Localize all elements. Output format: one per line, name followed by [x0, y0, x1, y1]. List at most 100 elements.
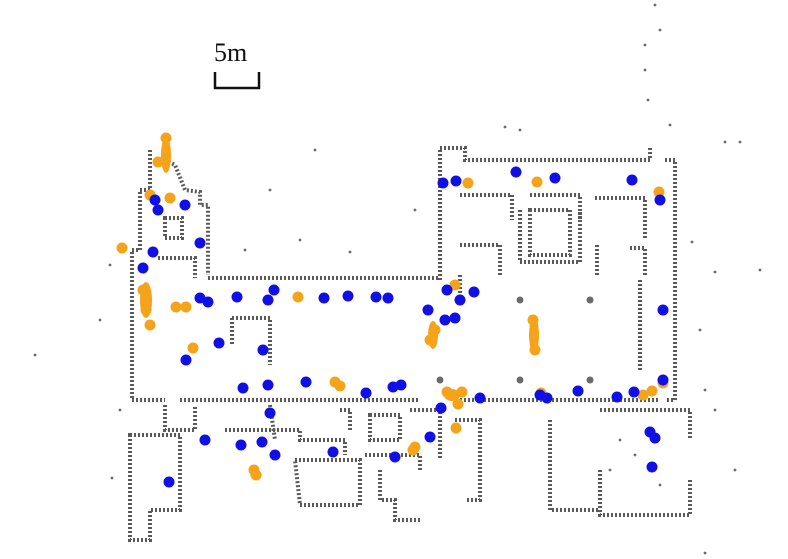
scan-point: [698, 328, 702, 332]
detection-marker: [422, 304, 434, 316]
wall-segment: [455, 418, 482, 502]
detection-marker: [164, 192, 176, 204]
wall-segment: [128, 433, 182, 542]
scan-point: [516, 296, 524, 304]
detection-marker: [439, 314, 451, 326]
detection-marker: [611, 391, 623, 403]
detection-marker: [163, 476, 175, 488]
detection-marker: [441, 284, 453, 296]
detection-marker: [213, 337, 225, 349]
scan-point: [643, 43, 647, 47]
detection-marker: [450, 422, 462, 434]
scale-bar-line: [213, 72, 261, 90]
scan-point: [436, 376, 444, 384]
wall-segment: [163, 405, 197, 432]
detection-marker: [649, 432, 661, 444]
detection-marker: [657, 374, 669, 386]
scan-point: [516, 376, 524, 384]
detection-marker: [646, 461, 658, 473]
wall-segment: [158, 256, 197, 278]
detection-marker: [235, 439, 247, 451]
scan-point: [713, 408, 717, 412]
detection-marker: [231, 291, 243, 303]
detection-marker: [262, 379, 274, 391]
scan-point: [758, 268, 762, 272]
detection-marker: [657, 304, 669, 316]
scan-point: [110, 476, 114, 480]
scan-point: [658, 28, 662, 32]
detection-marker: [454, 294, 466, 306]
wall-segment: [365, 453, 422, 470]
scan-point: [653, 3, 657, 7]
detection-marker: [250, 469, 262, 481]
wall-segment: [130, 150, 152, 280]
detection-cluster: [444, 389, 460, 401]
scan-noise: [33, 3, 762, 555]
detection-marker: [187, 342, 199, 354]
detection-marker: [318, 292, 330, 304]
detection-marker: [646, 385, 658, 397]
scan-point: [703, 551, 707, 555]
scan-point: [738, 140, 742, 144]
detection-cluster: [529, 317, 539, 353]
wall-segment: [292, 458, 362, 507]
detection-marker: [572, 385, 584, 397]
wall-segment: [595, 196, 647, 240]
scan-point: [268, 188, 272, 192]
wall-segment: [130, 280, 165, 402]
detection-marker: [269, 449, 281, 461]
scale-bar: [213, 72, 261, 90]
detection-marker: [395, 379, 407, 391]
detection-marker: [137, 262, 149, 274]
detection-marker: [152, 156, 164, 168]
wall-segment: [598, 470, 692, 517]
detection-marker: [262, 294, 274, 306]
detection-marker: [510, 166, 522, 178]
detection-marker: [180, 301, 192, 313]
detection-marker: [468, 286, 480, 298]
detection-marker: [435, 402, 447, 414]
wall-segment: [378, 470, 420, 522]
wall-segment: [340, 408, 352, 430]
scan-point: [298, 238, 302, 242]
detection-marker: [628, 386, 640, 398]
wall-segment: [665, 158, 677, 402]
detection-marker: [370, 291, 382, 303]
wall-segment: [518, 210, 582, 264]
detection-marker: [342, 290, 354, 302]
wall-segment: [460, 243, 502, 275]
wall-segment: [528, 208, 572, 257]
detection-marker: [237, 382, 249, 394]
detection-marker: [268, 284, 280, 296]
scan-point: [618, 438, 622, 442]
wall-segment: [460, 193, 514, 220]
scan-point: [108, 263, 112, 267]
scan-point: [643, 68, 647, 72]
detection-marker: [147, 246, 159, 258]
detection-marker: [474, 392, 486, 404]
scan-point: [586, 296, 594, 304]
scan-point: [690, 240, 694, 244]
detection-marker: [202, 296, 214, 308]
detection-marker: [653, 186, 665, 198]
detection-marker: [449, 312, 461, 324]
detection-marker: [149, 194, 161, 206]
detection-marker: [450, 175, 462, 187]
detection-cluster: [428, 321, 438, 349]
detection-marker: [264, 407, 276, 419]
detection-marker: [407, 444, 419, 456]
scan-point: [118, 408, 122, 412]
detection-marker: [257, 344, 269, 356]
detections-blue: [137, 166, 669, 488]
wall-segment: [164, 158, 210, 275]
detection-cluster: [161, 137, 171, 173]
detection-marker: [549, 172, 561, 184]
detection-marker: [199, 434, 211, 446]
detection-marker: [654, 194, 666, 206]
wall-segment: [163, 216, 184, 240]
detection-marker: [382, 292, 394, 304]
detection-marker: [462, 177, 474, 189]
detection-marker: [144, 319, 156, 331]
